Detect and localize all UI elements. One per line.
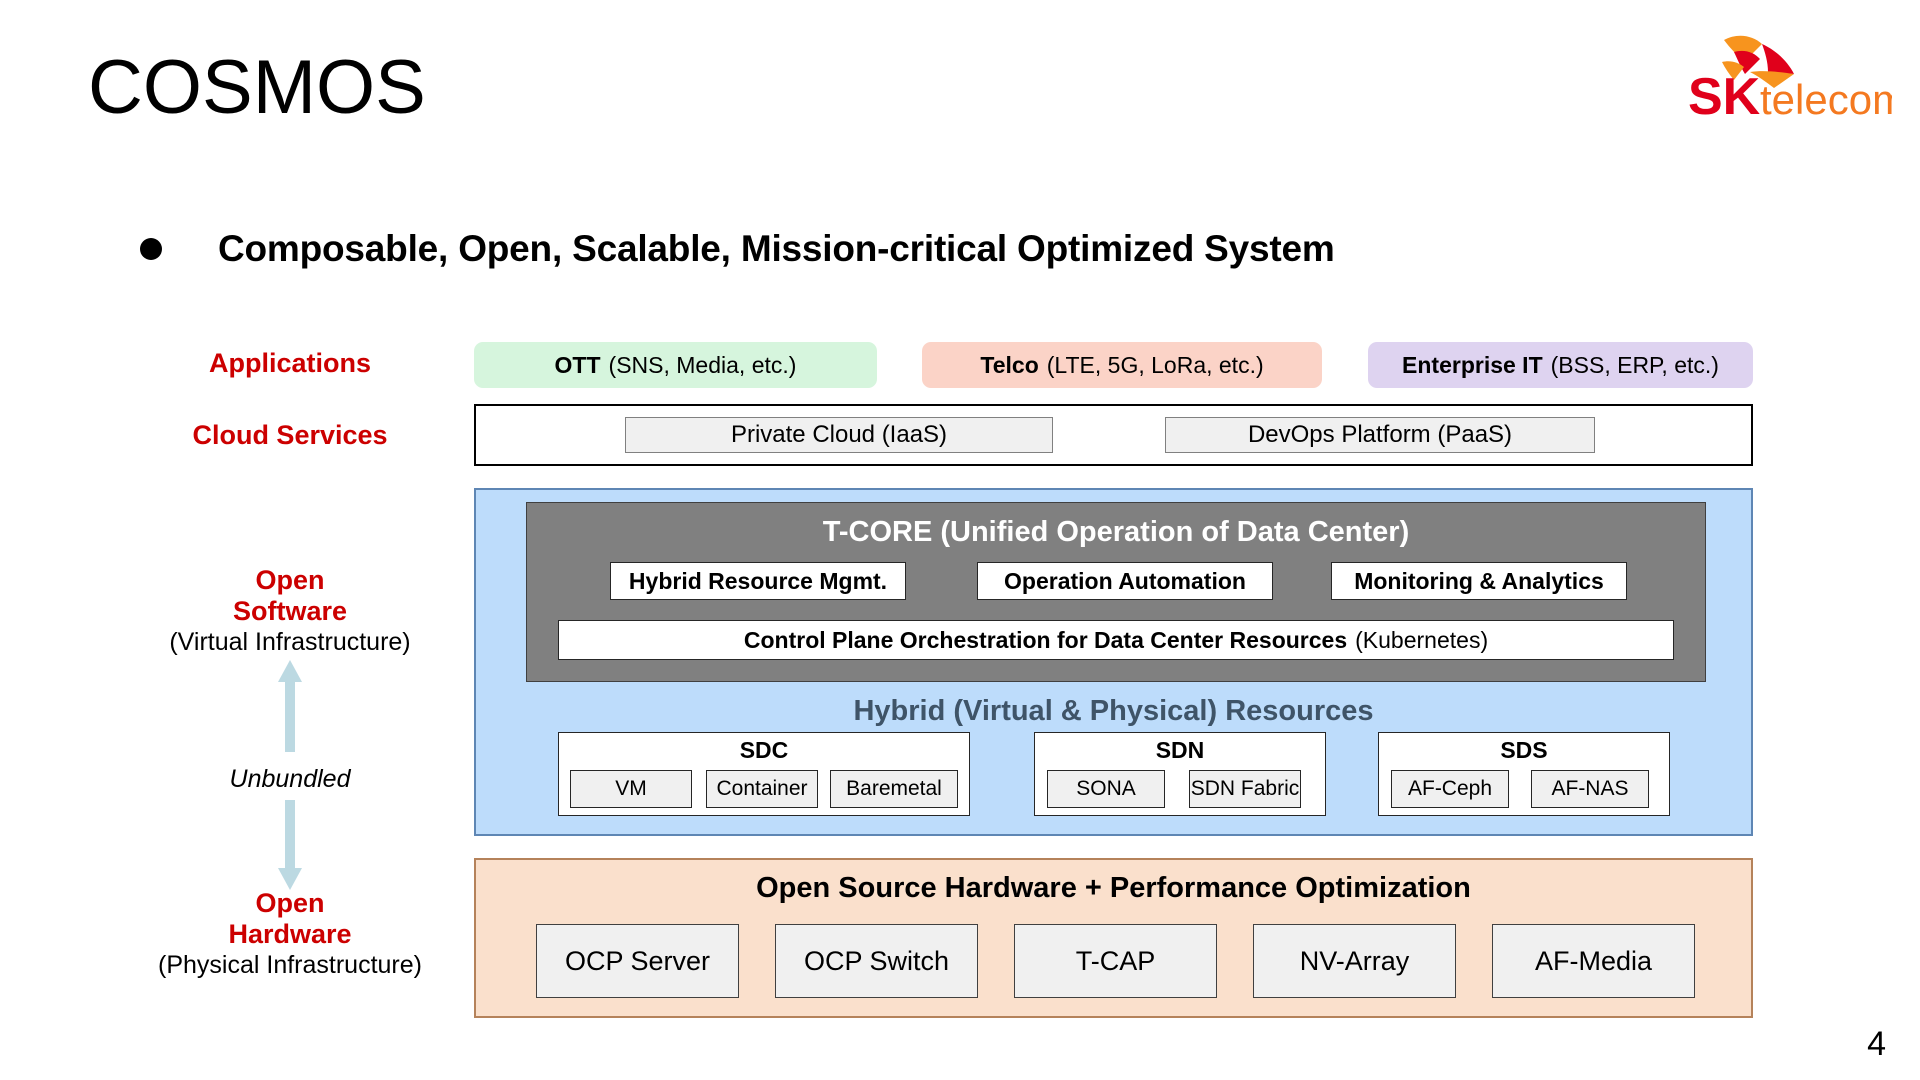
resource-chip-baremetal[interactable]: Baremetal [830,770,958,808]
page-number: 4 [1867,1025,1886,1063]
sk-butterfly-mark [1722,35,1794,88]
application-box-enterprise-it-normal: (BSS, ERP, etc.) [1550,351,1719,378]
resource-chip-af-nas[interactable]: AF-NAS [1531,770,1649,808]
row-label-open-software: Open Software (Virtual Infrastructure) [140,565,440,657]
resource-group-sdn-title: SDN [1155,737,1205,763]
telecom-wordmark: telecom [1760,76,1892,123]
subtitle-row: Composable, Open, Scalable, Mission-crit… [140,228,1335,270]
row-label-open-hardware: Open Hardware (Physical Infrastructure) [140,888,440,980]
resource-chip-sdn-fabric[interactable]: SDN Fabric [1189,770,1301,808]
tcore-title: T-CORE (Unified Operation of Data Center… [822,516,1410,548]
open-hardware-line2: Hardware [228,919,352,950]
tcore-control-plane-bold: Control Plane Orchestration for Data Cen… [743,626,1348,653]
sk-telecom-logo: SK telecom [1682,22,1892,127]
row-label-cloud-services-text: Cloud Services [192,420,388,450]
tcore-chip-operation-automation[interactable]: Operation Automation [977,562,1273,600]
hardware-chip-t-cap[interactable]: T-CAP [1014,924,1217,998]
resource-chip-af-ceph[interactable]: AF-Ceph [1391,770,1509,808]
application-box-telco-normal: (LTE, 5G, LoRa, etc.) [1046,351,1264,378]
hardware-chip-af-media[interactable]: AF-Media [1492,924,1695,998]
tcore-chip-monitoring-analytics[interactable]: Monitoring & Analytics [1331,562,1627,600]
application-box-telco-bold: Telco [980,351,1039,378]
tcore-chip-hybrid-resource-mgmt[interactable]: Hybrid Resource Mgmt. [610,562,906,600]
unbundled-label: Unbundled [229,765,351,793]
resource-chip-vm[interactable]: VM [570,770,692,808]
row-label-cloud-services: Cloud Services [140,420,440,451]
row-label-applications-text: Applications [208,348,371,378]
cloud-services-item-private-cloud[interactable]: Private Cloud (IaaS) [625,417,1053,453]
hybrid-resources-title: Hybrid (Virtual & Physical) Resources [853,695,1374,727]
bullet-icon [140,238,162,260]
resource-chip-container[interactable]: Container [706,770,818,808]
application-box-ott[interactable]: OTT (SNS, Media, etc.) [474,342,877,388]
application-box-enterprise-it-bold: Enterprise IT [1402,351,1543,378]
hardware-chip-nv-array[interactable]: NV-Array [1253,924,1456,998]
resource-group-sds-title: SDS [1500,737,1548,763]
open-hardware-subtitle: (Physical Infrastructure) [158,950,422,979]
subtitle-text: Composable, Open, Scalable, Mission-crit… [218,228,1335,269]
open-software-line2: Software [232,596,348,627]
application-box-enterprise-it[interactable]: Enterprise IT (BSS, ERP, etc.) [1368,342,1753,388]
row-label-applications: Applications [140,348,440,379]
tcore-control-plane-bar[interactable]: Control Plane Orchestration for Data Cen… [558,620,1674,660]
tcore-control-plane-normal: (Kubernetes) [1355,626,1489,653]
unbundled-double-arrow-icon [271,660,309,890]
resource-group-sdc-title: SDC [739,737,789,763]
cloud-services-item-devops-platform[interactable]: DevOps Platform (PaaS) [1165,417,1595,453]
hardware-chip-ocp-server[interactable]: OCP Server [536,924,739,998]
page-title: COSMOS [88,45,426,130]
resource-chip-sona[interactable]: SONA [1047,770,1165,808]
open-hardware-title: Open Source Hardware + Performance Optim… [756,872,1471,904]
open-software-subtitle: (Virtual Infrastructure) [169,627,411,656]
application-box-ott-bold: OTT [554,351,601,378]
application-box-telco[interactable]: Telco (LTE, 5G, LoRa, etc.) [922,342,1322,388]
sk-wordmark: SK [1688,68,1761,126]
open-hardware-line1: Open [255,888,325,918]
application-box-ott-normal: (SNS, Media, etc.) [608,351,797,378]
hardware-chip-ocp-switch[interactable]: OCP Switch [775,924,978,998]
open-software-line1: Open [255,565,325,595]
